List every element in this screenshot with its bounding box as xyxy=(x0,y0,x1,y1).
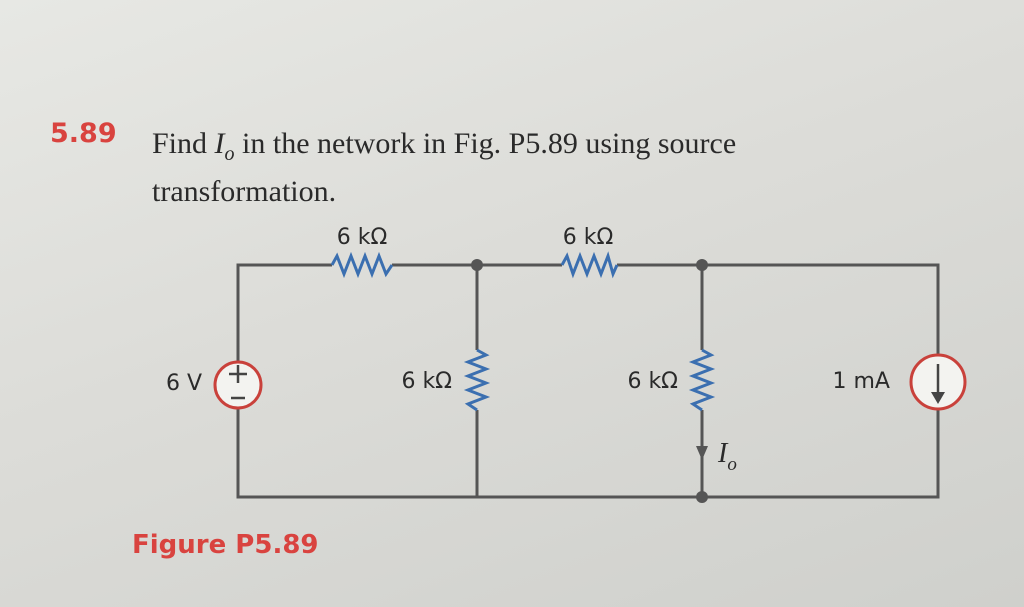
current-arrow-head xyxy=(931,392,945,404)
io-label-var: I xyxy=(717,438,729,469)
current-source-label: 1 mA xyxy=(833,369,890,394)
voltage-source xyxy=(213,360,263,410)
io-label-sub: o xyxy=(727,454,737,475)
wire-top-left xyxy=(236,263,332,362)
problem-variable-subscript: o xyxy=(224,143,235,165)
problem-number: 5.89 xyxy=(50,118,117,149)
resistor-mid-label: 6 kΩ xyxy=(401,369,452,394)
node-top-right xyxy=(696,259,708,271)
resistor-top-right-label: 6 kΩ xyxy=(563,225,614,250)
node-bottom-right xyxy=(696,491,708,503)
resistor-right-label: 6 kΩ xyxy=(627,369,678,394)
io-arrow xyxy=(696,446,708,460)
io-label: Io xyxy=(717,438,737,475)
figure-caption: Figure P5.89 xyxy=(132,530,319,560)
resistor-top-right xyxy=(560,251,619,279)
node-top-mid xyxy=(471,259,483,271)
wire-bottom xyxy=(236,408,940,499)
resistor-mid xyxy=(463,348,491,412)
problem-text-before: Find xyxy=(152,127,215,160)
resistor-top-left xyxy=(330,251,394,279)
voltage-source-label: 6 V xyxy=(166,371,202,396)
problem-statement: Find Io in the network in Fig. P5.89 usi… xyxy=(152,125,852,211)
problem-variable: I xyxy=(214,127,225,160)
wire-top-right-b xyxy=(702,263,940,355)
resistor-top-left-label: 6 kΩ xyxy=(337,225,388,250)
resistor-right xyxy=(688,348,716,412)
circuit-wires xyxy=(236,263,940,499)
current-source xyxy=(909,353,967,411)
problem-text-after: in the network in Fig. P5.89 using sourc… xyxy=(152,127,737,208)
